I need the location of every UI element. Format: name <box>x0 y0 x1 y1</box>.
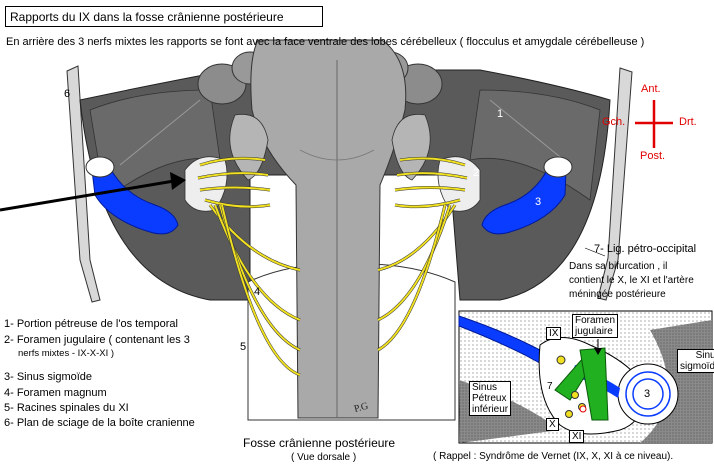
legend-item-1: 1- Portion pétreuse de l'os temporal <box>4 318 178 330</box>
legend-item-2-detail: nerfs mixtes - IX-X-XI ) <box>18 348 115 359</box>
rappel-note: ( Rappel : Syndrôme de Vernet (IX, X, XI… <box>433 451 674 462</box>
legend-item-4: 4- Foramen magnum <box>4 387 107 399</box>
inset-foramen-label: Foramen jugulaire <box>572 314 619 338</box>
label-3: 3 <box>535 196 542 208</box>
inset-ix-label: IX <box>546 327 562 340</box>
subtitle: En arrière des 3 nerfs mixtes les rappor… <box>6 36 645 48</box>
orientation-post: Post. <box>640 150 666 162</box>
pointer-arrow-line <box>0 178 181 212</box>
page-title: Rapports du IX dans la fosse crânienne p… <box>5 6 323 27</box>
legend-item-2: 2- Foramen jugulaire ( contenant les 3 <box>4 334 190 346</box>
label-2: 2 <box>473 167 480 179</box>
ligament-title: 7- Lig. pétro-occipital <box>594 243 697 255</box>
left-cranial-nerves <box>197 156 301 377</box>
label-4: 4 <box>254 286 261 298</box>
right-skull-wall <box>597 67 633 301</box>
caption-sub: ( Vue dorsale ) <box>291 452 357 463</box>
orientation-left: Gch. <box>602 116 626 128</box>
left-skull-wall <box>66 65 101 303</box>
ligament-line: Dans sa bifurcation , il <box>569 261 668 272</box>
left-sinus-opening <box>85 156 115 178</box>
inset-7-label: 7 <box>546 381 554 392</box>
legend-item-5: 5- Racines spinales du XI <box>4 402 129 414</box>
ligament-line: méningée postérieure <box>569 289 666 300</box>
label-6: 6 <box>64 88 71 100</box>
right-sinus-opening <box>543 156 573 178</box>
brainstem <box>250 39 407 419</box>
caption-main: Fosse crânienne postérieure <box>243 436 396 450</box>
inset-sinus-sigmoide-label: Sinus sigmoïde <box>677 349 714 373</box>
inset-x-label: X <box>546 418 559 431</box>
right-cranial-nerves <box>377 156 468 352</box>
orientation-right: Drt. <box>679 116 697 128</box>
inset-sinus-petreux-label: Sinus Pétreux inférieur <box>469 381 512 416</box>
label-1: 1 <box>497 108 504 120</box>
legend-item-3: 3- Sinus sigmoïde <box>4 371 93 383</box>
label-5: 5 <box>240 341 247 353</box>
legend-item-6: 6- Plan de sciage de la boîte cranienne <box>4 417 195 429</box>
pointer-arrow-head <box>170 172 186 190</box>
orientation-cross <box>635 100 673 148</box>
ligament-description: Dans sa bifurcation , il contient le X, … <box>569 260 694 302</box>
inset-3-label: 3 <box>644 388 651 400</box>
ligament-line: contient le X, le XI et l'artère <box>569 275 694 286</box>
inset-xi-label: XI <box>569 430 585 443</box>
orientation-ant: Ant. <box>641 83 661 95</box>
signature: P.G <box>353 401 370 415</box>
